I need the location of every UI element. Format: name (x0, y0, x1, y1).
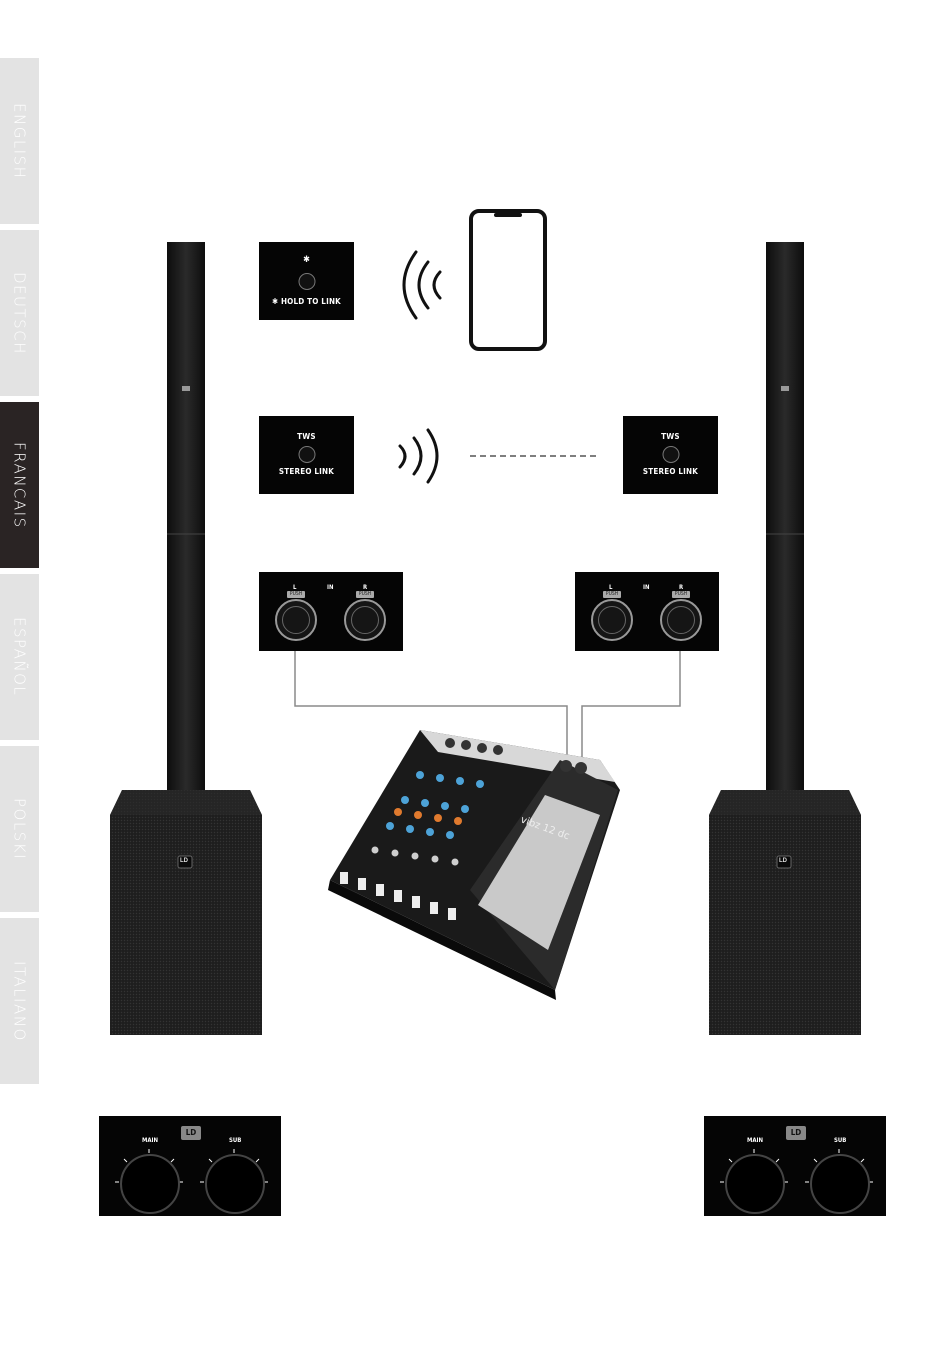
sub-volume-knob[interactable] (810, 1154, 870, 1214)
push-release-tab[interactable]: PUSH (603, 591, 621, 598)
main-volume-knob[interactable] (120, 1154, 180, 1214)
input-r-label: R (679, 584, 683, 591)
tws-button[interactable] (662, 446, 679, 463)
input-panel-left: L IN R PUSH PUSH (259, 572, 403, 651)
stereo-link-label: STEREO LINK (259, 467, 354, 476)
speaker-logo-left: LD (180, 858, 188, 864)
tws-label: TWS (623, 432, 718, 441)
input-r-label: R (363, 584, 367, 591)
smartphone-icon (471, 211, 545, 349)
tws-wave-icon (400, 430, 437, 482)
push-release-tab[interactable]: PUSH (672, 591, 690, 598)
left-subwoofer (110, 790, 262, 1035)
hold-to-link-text: HOLD TO LINK (281, 297, 341, 306)
tws-panel-right: TWS STEREO LINK (623, 416, 718, 494)
tws-button[interactable] (298, 446, 315, 463)
left-column-speaker (167, 242, 205, 826)
bluetooth-button[interactable] (298, 273, 315, 290)
knob-panel-left: LD MAIN SUB (99, 1116, 281, 1216)
xlr-input-right[interactable] (660, 599, 702, 641)
bluetooth-panel: ✱ ✱ HOLD TO LINK (259, 242, 354, 320)
input-l-label: L (293, 584, 296, 591)
input-panel-right: L IN R PUSH PUSH (575, 572, 719, 651)
input-in-label: IN (327, 584, 334, 591)
stereo-link-label: STEREO LINK (623, 467, 718, 476)
xlr-input-right[interactable] (344, 599, 386, 641)
xlr-input-left[interactable] (591, 599, 633, 641)
input-in-label: IN (643, 584, 650, 591)
input-l-label: L (609, 584, 612, 591)
tws-panel-left: TWS STEREO LINK (259, 416, 354, 494)
right-subwoofer (709, 790, 861, 1035)
mixer-illustration: vibz 12 dc (328, 730, 620, 1000)
main-volume-knob[interactable] (725, 1154, 785, 1214)
xlr-input-left[interactable] (275, 599, 317, 641)
right-column-speaker (766, 242, 804, 826)
bluetooth-wave-icon (404, 252, 440, 318)
knob-panel-right: LD MAIN SUB (704, 1116, 886, 1216)
tws-label: TWS (259, 432, 354, 441)
bluetooth-label: ✱ HOLD TO LINK (259, 297, 354, 306)
push-release-tab[interactable]: PUSH (356, 591, 374, 598)
bluetooth-icon: ✱ (259, 255, 354, 265)
sub-volume-knob[interactable] (205, 1154, 265, 1214)
speaker-logo-right: LD (779, 858, 787, 864)
push-release-tab[interactable]: PUSH (287, 591, 305, 598)
